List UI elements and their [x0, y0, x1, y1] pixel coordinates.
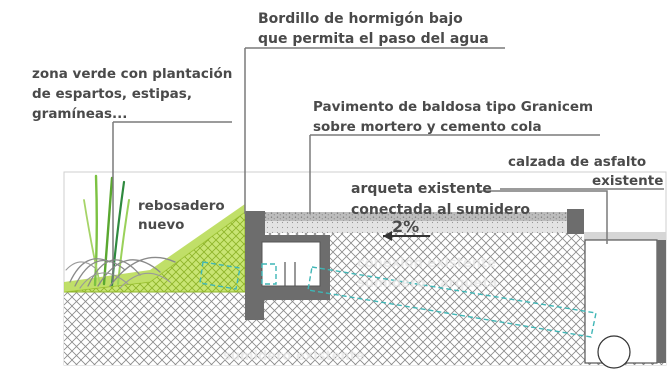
pavement-mortar	[265, 221, 570, 233]
label-rebosadero-line2: nuevo	[138, 217, 184, 233]
slope-arrow	[383, 231, 430, 241]
label-bordillo-line1: Bordillo de hormigón bajo	[258, 11, 463, 27]
pavement-tiles	[265, 212, 570, 221]
label-calzada-line1: calzada de asfalto	[508, 154, 646, 170]
label-sumidero: sumidero existente	[223, 349, 365, 364]
label-bordillo-line2: que permita el paso del agua	[258, 31, 489, 47]
concrete-curb	[245, 211, 265, 235]
label-arqueta-line2: conectada al sumidero	[351, 202, 530, 218]
label-conexion-line1: conexión existente	[357, 256, 496, 271]
label-zona-line3: gramíneas...	[32, 106, 127, 122]
label-rebosadero-line1: rebosadero	[138, 198, 225, 214]
label-zona-line1: zona verde con plantación	[32, 66, 232, 82]
grass-plants	[65, 174, 176, 289]
label-arqueta-line1: arqueta existente	[351, 181, 492, 197]
label-zona-line2: de espartos, estipas,	[32, 86, 192, 102]
soil-ground	[64, 212, 666, 365]
label-calzada-line2: existente	[592, 173, 663, 189]
label-slope: 2%	[392, 217, 419, 236]
manhole-wall-right	[657, 240, 666, 363]
manhole-pipe-circle	[597, 335, 631, 369]
label-pavimento-line1: Pavimento de baldosa tipo Granicem	[313, 99, 593, 115]
asphalt-road	[584, 232, 666, 240]
pavement-edge	[567, 209, 584, 234]
label-conexion-line2: sumidero - arqueta	[357, 276, 497, 291]
label-pavimento-line2: sobre mortero y cemento cola	[313, 119, 542, 135]
leader-lines	[112, 47, 664, 282]
connection-pipe	[199, 261, 597, 338]
